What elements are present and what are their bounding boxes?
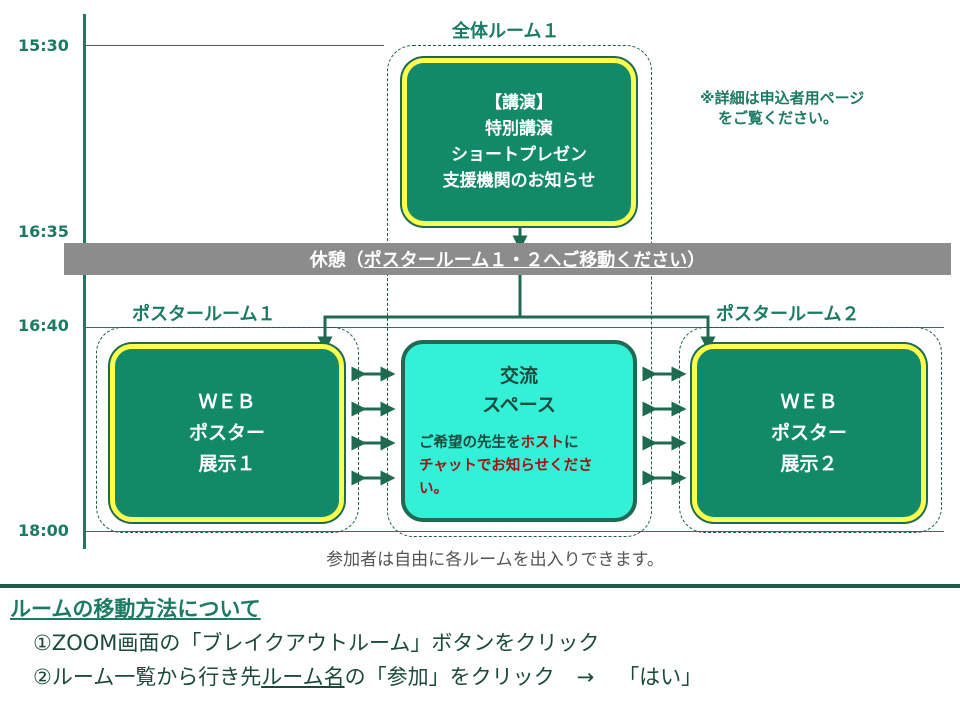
- exchange-body: ご希望の先生をホストにチャットでお知らせください。: [419, 432, 625, 501]
- free-access-note: 参加者は自由に各ルームを出入りできます。: [326, 550, 664, 570]
- hall-room-boundary: [387, 45, 652, 537]
- details-note: ※詳細は申込者用ページ をご覧ください。: [700, 88, 864, 128]
- poster-1-line: ＷＥＢ: [198, 390, 256, 413]
- step-2-text: ②ルーム一覧から行き先: [33, 665, 262, 689]
- howto-step-2: ②ルーム一覧から行き先ルーム名の「参加」をクリック → 「はい」: [33, 661, 702, 691]
- exchange-chat-text: チャット: [419, 458, 477, 474]
- exchange-title: 交流 スペース: [405, 362, 633, 420]
- exchange-space-card: 交流 スペース ご希望の先生をホストにチャットでお知らせください。: [401, 340, 637, 522]
- lecture-line: ショートプレゼン: [451, 145, 587, 165]
- time-gridline-1640: [84, 327, 944, 328]
- poster-2-line: ＷＥＢ: [780, 390, 838, 413]
- arrow-to-poster2: [520, 315, 716, 352]
- exchange-title-line: スペース: [482, 394, 556, 416]
- poster-room-1-boundary: [96, 327, 359, 533]
- poster-1-line: ポスター: [188, 421, 265, 444]
- howto-step-1: ①ZOOM画面の「ブレイクアウトルーム」ボタンをクリック: [33, 631, 600, 655]
- exchange-text: に: [564, 435, 579, 451]
- lecture-line: 【講演】: [485, 93, 553, 113]
- exchange-host-text: ホスト: [520, 435, 565, 451]
- break-instruction: ポスタールーム１・２へご移動ください: [363, 250, 688, 271]
- note-line: をご覧ください。: [718, 109, 839, 127]
- hall-room-title: 全体ルーム１: [452, 21, 560, 42]
- time-gridline-1800: [84, 531, 944, 532]
- double-arrows-left: [351, 366, 396, 486]
- poster-2-line: ポスター: [770, 421, 847, 444]
- poster-room-2-title: ポスタールーム２: [716, 304, 860, 325]
- arrow-right-icon: →: [576, 665, 595, 689]
- break-suffix: ）: [687, 250, 706, 271]
- time-label-1635: 16:35: [18, 222, 69, 241]
- time-label-1800: 18:00: [18, 521, 69, 540]
- exchange-title-line: 交流: [499, 365, 538, 387]
- exchange-text: でお知らせくださ: [476, 458, 593, 474]
- poster-2-line: 展示２: [780, 452, 838, 475]
- lecture-line: 支援機関のお知らせ: [442, 171, 596, 191]
- time-label-1640: 16:40: [18, 316, 69, 335]
- poster-2-card: ＷＥＢ ポスター 展示２: [692, 344, 926, 522]
- break-prefix: 休憩（: [309, 250, 364, 271]
- step-2-yes: 「はい」: [618, 665, 703, 689]
- section-separator: [0, 584, 960, 588]
- poster-room-2-boundary: [679, 327, 942, 533]
- poster-room-1-title: ポスタールーム１: [132, 304, 276, 325]
- lecture-card: 【講演】 特別講演 ショートプレゼン 支援機関のお知らせ: [402, 58, 636, 226]
- step-2-text: の「参加」をクリック: [344, 665, 555, 689]
- exchange-text: ご希望の先生を: [419, 435, 521, 451]
- step-2-room-name: ルーム名: [261, 665, 345, 689]
- poster-1-card: ＷＥＢ ポスター 展示１: [110, 344, 344, 522]
- timeline-axis: [83, 14, 86, 549]
- lecture-line: 特別講演: [485, 119, 553, 139]
- break-bar: 休憩（ポスタールーム１・２へご移動ください）: [64, 243, 951, 275]
- note-line: ※詳細は申込者用ページ: [700, 89, 865, 107]
- time-label-1530: 15:30: [18, 36, 69, 55]
- double-arrows-right: [642, 366, 687, 486]
- arrow-to-poster1: [317, 275, 522, 352]
- poster-1-line: 展示１: [198, 452, 256, 475]
- howto-title: ルームの移動方法について: [10, 597, 261, 621]
- exchange-text: い。: [419, 481, 448, 497]
- time-gridline-1530: [84, 45, 384, 46]
